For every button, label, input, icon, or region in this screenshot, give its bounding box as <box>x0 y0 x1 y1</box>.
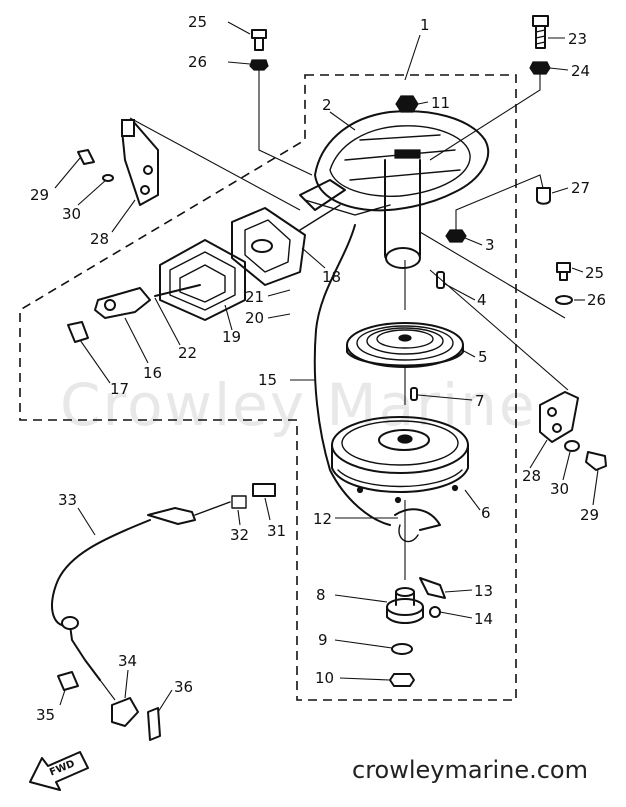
callout-26-right: 26 <box>587 291 606 309</box>
callout-3: 3 <box>485 236 495 254</box>
part-cable-15 <box>313 224 391 526</box>
callout-18: 18 <box>322 268 341 286</box>
callout-8: 8 <box>316 586 326 604</box>
callout-29-right: 29 <box>580 506 599 524</box>
callout-19: 19 <box>222 328 241 346</box>
callout-23: 23 <box>568 30 587 48</box>
part-bracket-28-left <box>121 119 159 206</box>
assembly-boundary <box>19 74 517 701</box>
callout-labels: 1 2 3 4 5 6 7 8 9 10 11 12 13 14 15 16 1… <box>30 13 606 724</box>
part-spiral-spring <box>346 322 464 368</box>
watermark-text: Crowley Marine <box>60 371 537 439</box>
part-nut-24 <box>529 61 551 75</box>
callout-35: 35 <box>36 706 55 724</box>
part-handle-grip <box>159 239 246 321</box>
part-bolt-25-right <box>556 262 571 281</box>
fwd-arrow-icon <box>29 751 89 791</box>
callout-24: 24 <box>571 62 590 80</box>
callout-17: 17 <box>110 380 129 398</box>
callout-28-left: 28 <box>90 230 109 248</box>
callout-11: 11 <box>431 94 450 112</box>
part-bracket-28-right <box>539 391 579 443</box>
part-washer-26-top <box>249 59 269 71</box>
callout-20: 20 <box>245 309 264 327</box>
part-pin-4 <box>436 271 445 289</box>
callout-15: 15 <box>258 371 277 389</box>
callout-26-top: 26 <box>188 53 207 71</box>
part-handle-bracket <box>231 204 341 286</box>
callout-14: 14 <box>474 610 493 628</box>
part-lever-assembly <box>67 284 201 343</box>
callout-34: 34 <box>118 652 137 670</box>
callout-9: 9 <box>318 631 328 649</box>
callout-30-right: 30 <box>550 480 569 498</box>
callout-25-right: 25 <box>585 264 604 282</box>
part-bolt-25-top <box>251 29 267 51</box>
part-washer-9 <box>391 643 413 655</box>
part-washer-30-left <box>102 174 114 182</box>
part-pawl-spring <box>394 508 446 618</box>
callout-30-left: 30 <box>62 205 81 223</box>
callout-7: 7 <box>475 392 485 410</box>
callout-31: 31 <box>267 522 286 540</box>
callout-16: 16 <box>143 364 162 382</box>
part-bolt-23 <box>532 15 549 49</box>
callout-4: 4 <box>477 291 487 309</box>
part-drive-shaft-8 <box>386 587 424 624</box>
site-url-label: crowleymarine.com <box>352 756 588 784</box>
part-clamp-35 <box>57 671 79 691</box>
callout-21: 21 <box>245 288 264 306</box>
part-bracket-34 <box>111 697 139 727</box>
callout-25-top: 25 <box>188 13 207 31</box>
part-starter-housing <box>299 110 490 269</box>
callout-6: 6 <box>481 504 491 522</box>
part-cable-33 <box>51 483 276 681</box>
part-cap-27 <box>536 187 551 205</box>
part-link-36 <box>147 707 161 741</box>
callout-32: 32 <box>230 526 249 544</box>
callout-36: 36 <box>174 678 193 696</box>
callout-33: 33 <box>58 491 77 509</box>
part-nut-10 <box>389 673 415 687</box>
part-screw-29-left <box>77 149 95 165</box>
callout-5: 5 <box>478 348 488 366</box>
callout-13: 13 <box>474 582 493 600</box>
callout-10: 10 <box>315 669 334 687</box>
leader-lines <box>54 21 599 713</box>
part-pin-7 <box>410 387 418 401</box>
callout-12: 12 <box>313 510 332 528</box>
callout-29-left: 29 <box>30 186 49 204</box>
callout-27: 27 <box>571 179 590 197</box>
callout-2: 2 <box>322 96 332 114</box>
part-washer-26-right <box>555 295 573 305</box>
part-nut-11 <box>395 95 419 113</box>
part-nut-3 <box>445 229 467 243</box>
part-sheave-drum <box>331 416 469 504</box>
callout-28-right: 28 <box>522 467 541 485</box>
part-washer-30-right <box>564 440 580 452</box>
callout-22: 22 <box>178 344 197 362</box>
callout-1: 1 <box>420 16 430 34</box>
part-screw-29-right <box>585 451 607 471</box>
